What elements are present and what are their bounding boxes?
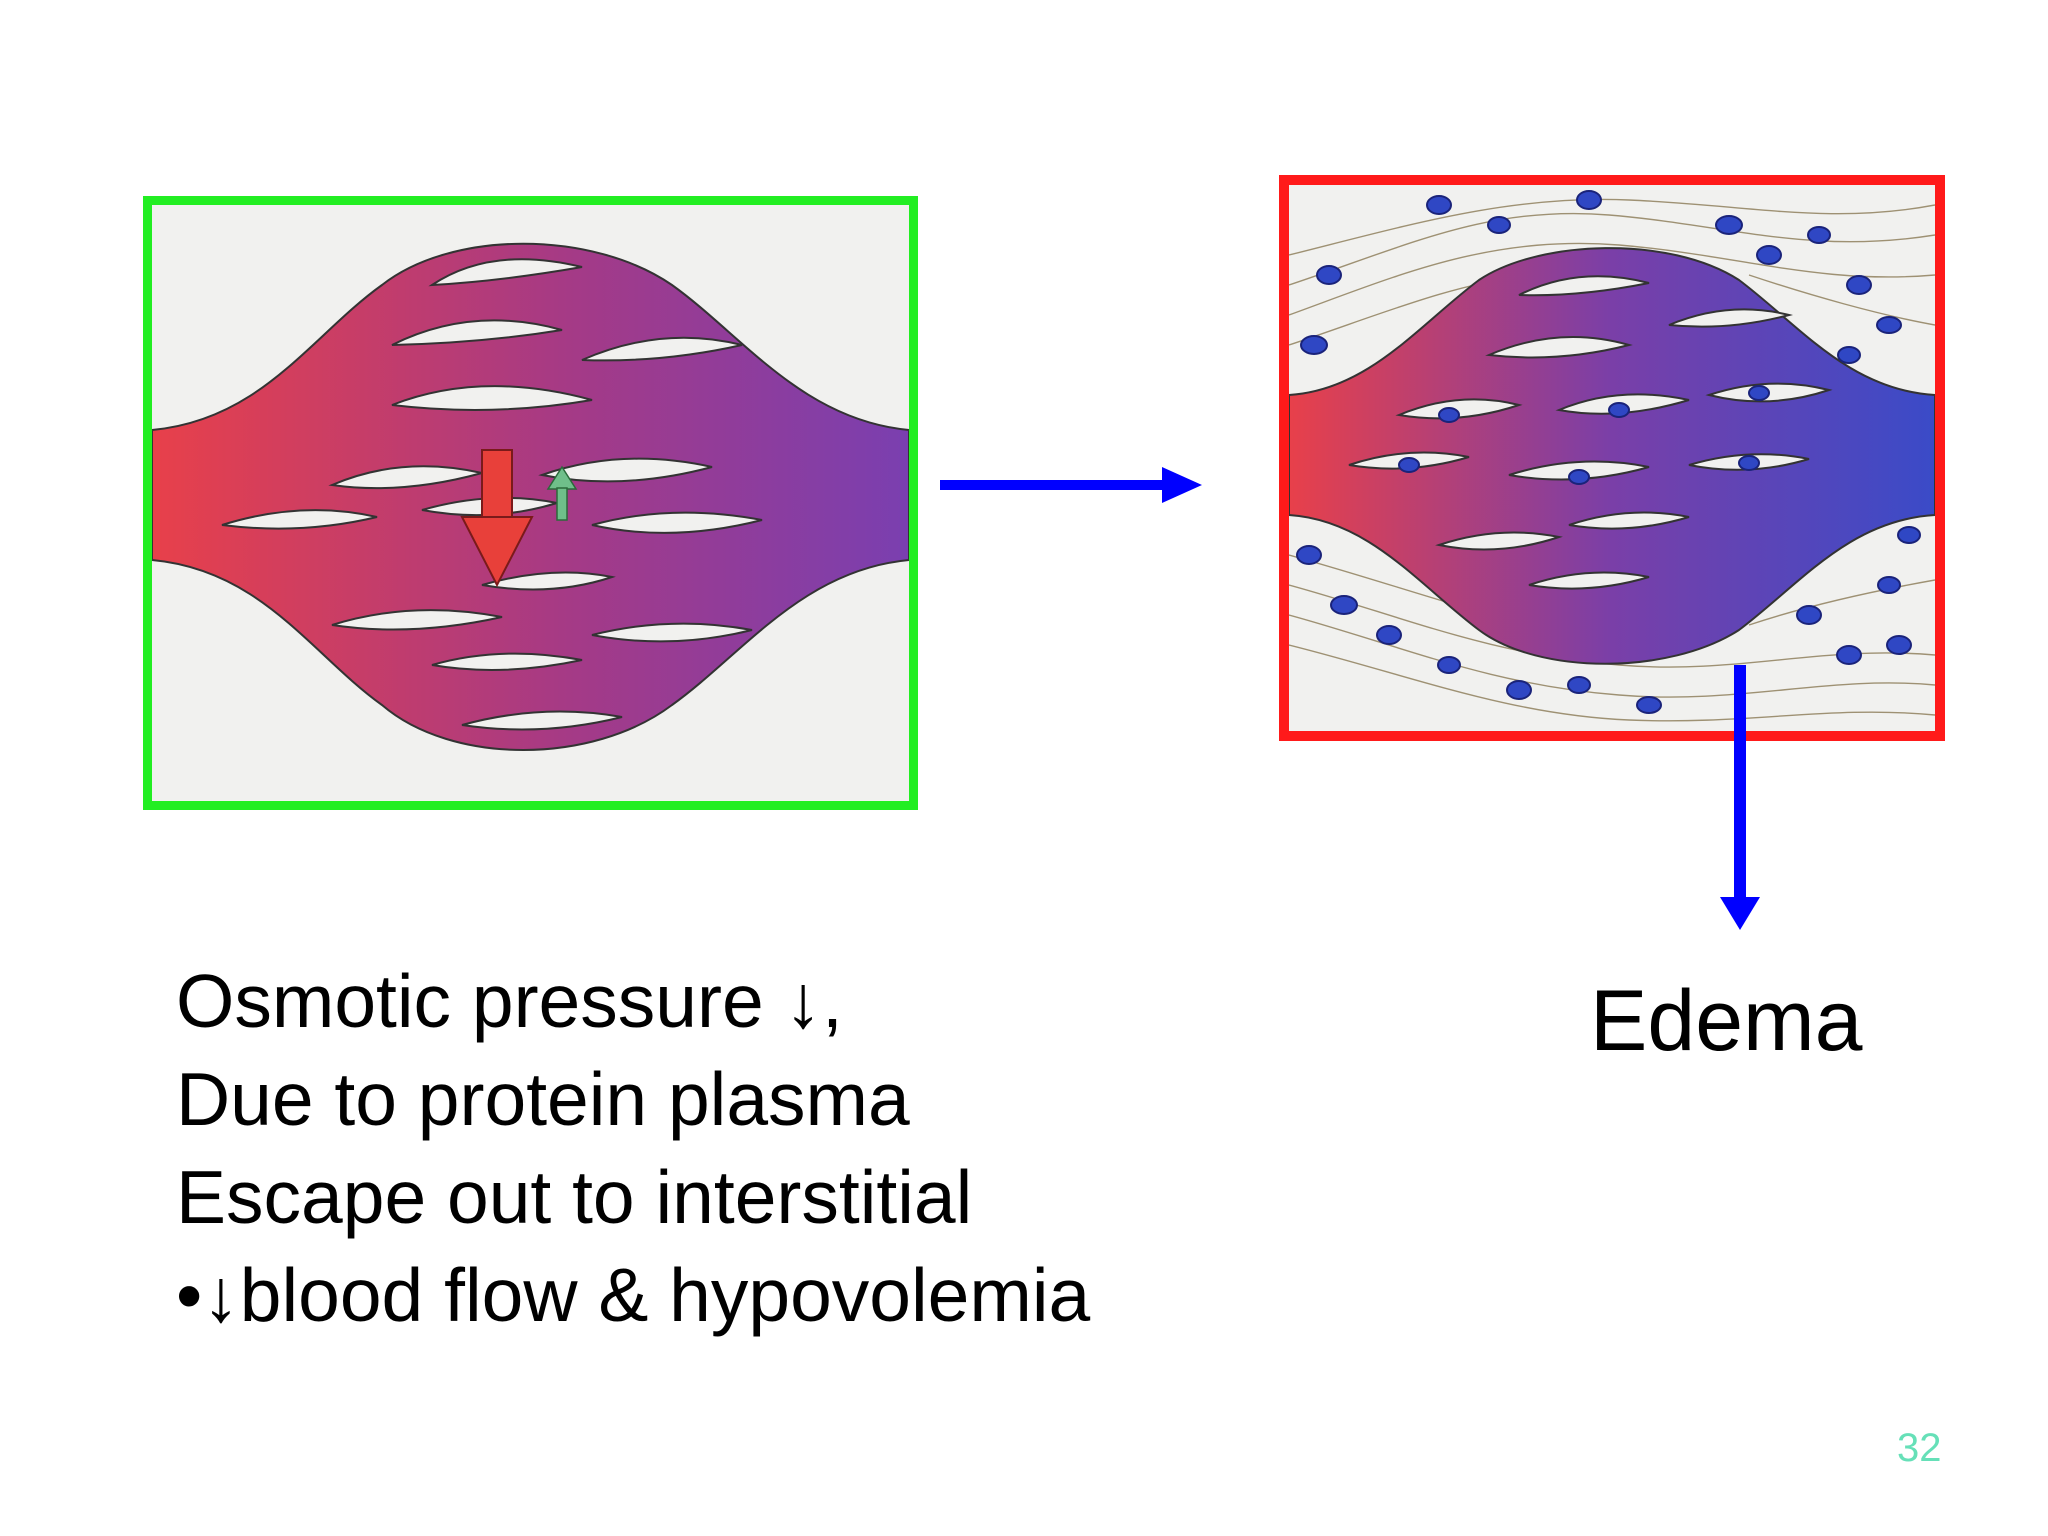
cell-nuclei bbox=[1296, 190, 1921, 714]
vessel-network bbox=[1289, 247, 1935, 665]
caption-line: Osmotic pressure ↓, bbox=[176, 959, 843, 1043]
caption-line: •↓blood flow & hypovolemia bbox=[176, 1253, 1091, 1337]
vessel-network bbox=[152, 242, 909, 751]
flow-arrow-down bbox=[1720, 665, 1760, 930]
mechanism-caption: Osmotic pressure ↓, Due to protein plasm… bbox=[176, 952, 1090, 1344]
green-up-arrow-icon bbox=[546, 465, 578, 521]
edema-label: Edema bbox=[1590, 973, 1863, 1069]
caption-line: Escape out to interstitial bbox=[176, 1155, 973, 1239]
slide-number: 32 bbox=[1897, 1426, 1942, 1470]
edema-capillary-network bbox=[1289, 190, 1935, 722]
red-down-arrow-icon bbox=[460, 449, 534, 588]
capillary-bed-diagram bbox=[143, 196, 918, 810]
tissue-islands bbox=[1348, 275, 1833, 590]
capillary-network bbox=[152, 242, 909, 751]
edema-tissue-diagram bbox=[1279, 175, 1945, 741]
caption-line: Due to protein plasma bbox=[176, 1057, 910, 1141]
flow-arrow-right bbox=[940, 467, 1202, 503]
tissue-islands bbox=[221, 258, 763, 731]
